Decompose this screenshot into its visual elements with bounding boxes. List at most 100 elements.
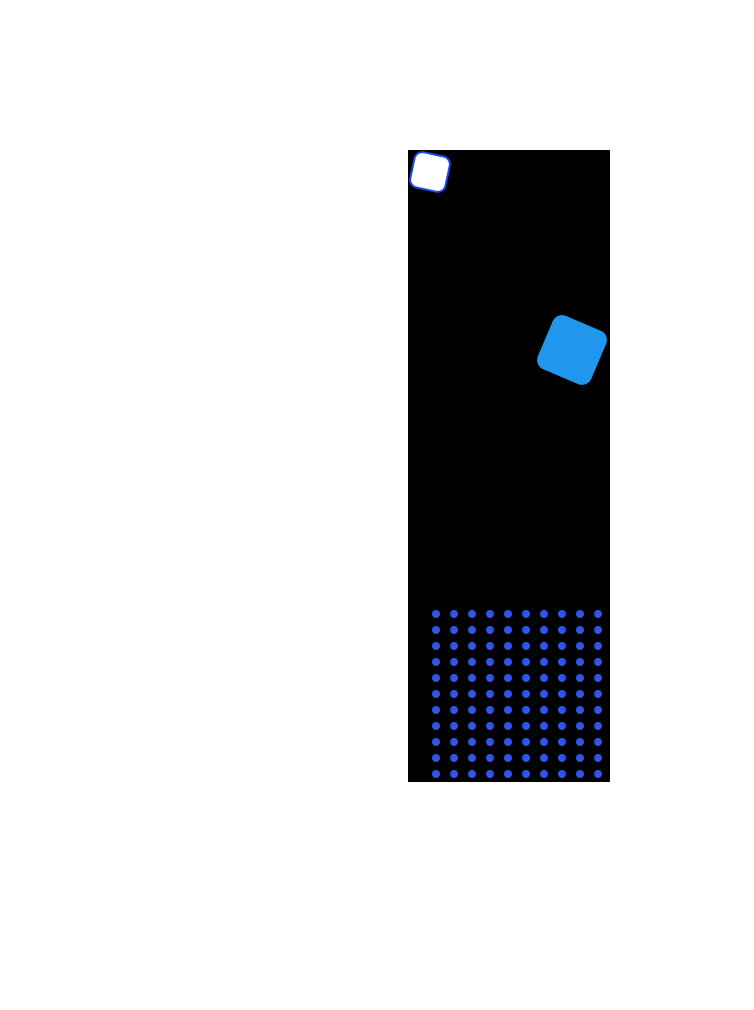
dot: [576, 738, 584, 746]
dot: [576, 610, 584, 618]
dot: [450, 722, 458, 730]
outline-square-shape: [407, 149, 453, 195]
dot: [522, 674, 530, 682]
dot: [594, 626, 602, 634]
dot: [486, 674, 494, 682]
dot: [432, 722, 440, 730]
dot: [504, 738, 512, 746]
dot: [468, 674, 476, 682]
dot: [450, 658, 458, 666]
dot: [558, 706, 566, 714]
dot: [432, 658, 440, 666]
dot: [540, 626, 548, 634]
dot: [468, 754, 476, 762]
dot: [450, 690, 458, 698]
dot: [594, 722, 602, 730]
dot: [594, 738, 602, 746]
dot: [522, 738, 530, 746]
dot: [450, 706, 458, 714]
dot: [558, 722, 566, 730]
dot: [558, 674, 566, 682]
dot: [522, 754, 530, 762]
dot: [522, 770, 530, 778]
dot: [594, 610, 602, 618]
dot: [594, 658, 602, 666]
dot: [504, 690, 512, 698]
dot: [558, 658, 566, 666]
dot: [450, 770, 458, 778]
dot-grid: [432, 610, 602, 778]
dot: [594, 674, 602, 682]
dot: [432, 706, 440, 714]
dot: [468, 610, 476, 618]
dot: [450, 754, 458, 762]
dot: [486, 610, 494, 618]
dot: [504, 658, 512, 666]
dot: [522, 626, 530, 634]
dot: [486, 722, 494, 730]
dot: [432, 626, 440, 634]
dot: [468, 642, 476, 650]
dot: [522, 658, 530, 666]
dot: [594, 642, 602, 650]
dot: [504, 706, 512, 714]
dot: [468, 658, 476, 666]
dot: [576, 642, 584, 650]
dot: [504, 642, 512, 650]
dot: [540, 738, 548, 746]
dot: [540, 674, 548, 682]
dot: [558, 626, 566, 634]
dot: [486, 642, 494, 650]
dot: [558, 690, 566, 698]
dot: [576, 722, 584, 730]
dot: [540, 706, 548, 714]
dot: [540, 722, 548, 730]
dot: [450, 738, 458, 746]
dot: [594, 706, 602, 714]
dot: [558, 738, 566, 746]
dot: [522, 690, 530, 698]
dot: [486, 706, 494, 714]
dot: [468, 722, 476, 730]
dot: [540, 658, 548, 666]
dot: [486, 658, 494, 666]
dot: [486, 754, 494, 762]
dot: [504, 722, 512, 730]
dot: [522, 722, 530, 730]
dot: [504, 754, 512, 762]
dot: [486, 738, 494, 746]
dot: [540, 754, 548, 762]
dot: [576, 770, 584, 778]
dot: [450, 674, 458, 682]
dot: [468, 690, 476, 698]
dot: [468, 706, 476, 714]
dot: [576, 754, 584, 762]
dot: [576, 658, 584, 666]
dot: [522, 642, 530, 650]
dot: [432, 754, 440, 762]
dot: [558, 754, 566, 762]
dot: [594, 770, 602, 778]
dot: [594, 754, 602, 762]
dot: [486, 690, 494, 698]
dot: [468, 738, 476, 746]
dot: [558, 610, 566, 618]
dot: [540, 770, 548, 778]
dot: [540, 690, 548, 698]
dot: [432, 690, 440, 698]
dot: [450, 610, 458, 618]
dot: [558, 642, 566, 650]
dot: [468, 626, 476, 634]
dot: [432, 738, 440, 746]
dot: [504, 770, 512, 778]
dot: [504, 674, 512, 682]
dot: [504, 610, 512, 618]
dot: [432, 642, 440, 650]
dot: [522, 610, 530, 618]
dot: [540, 642, 548, 650]
dot: [432, 674, 440, 682]
dot: [504, 626, 512, 634]
dot: [486, 626, 494, 634]
dot: [450, 642, 458, 650]
